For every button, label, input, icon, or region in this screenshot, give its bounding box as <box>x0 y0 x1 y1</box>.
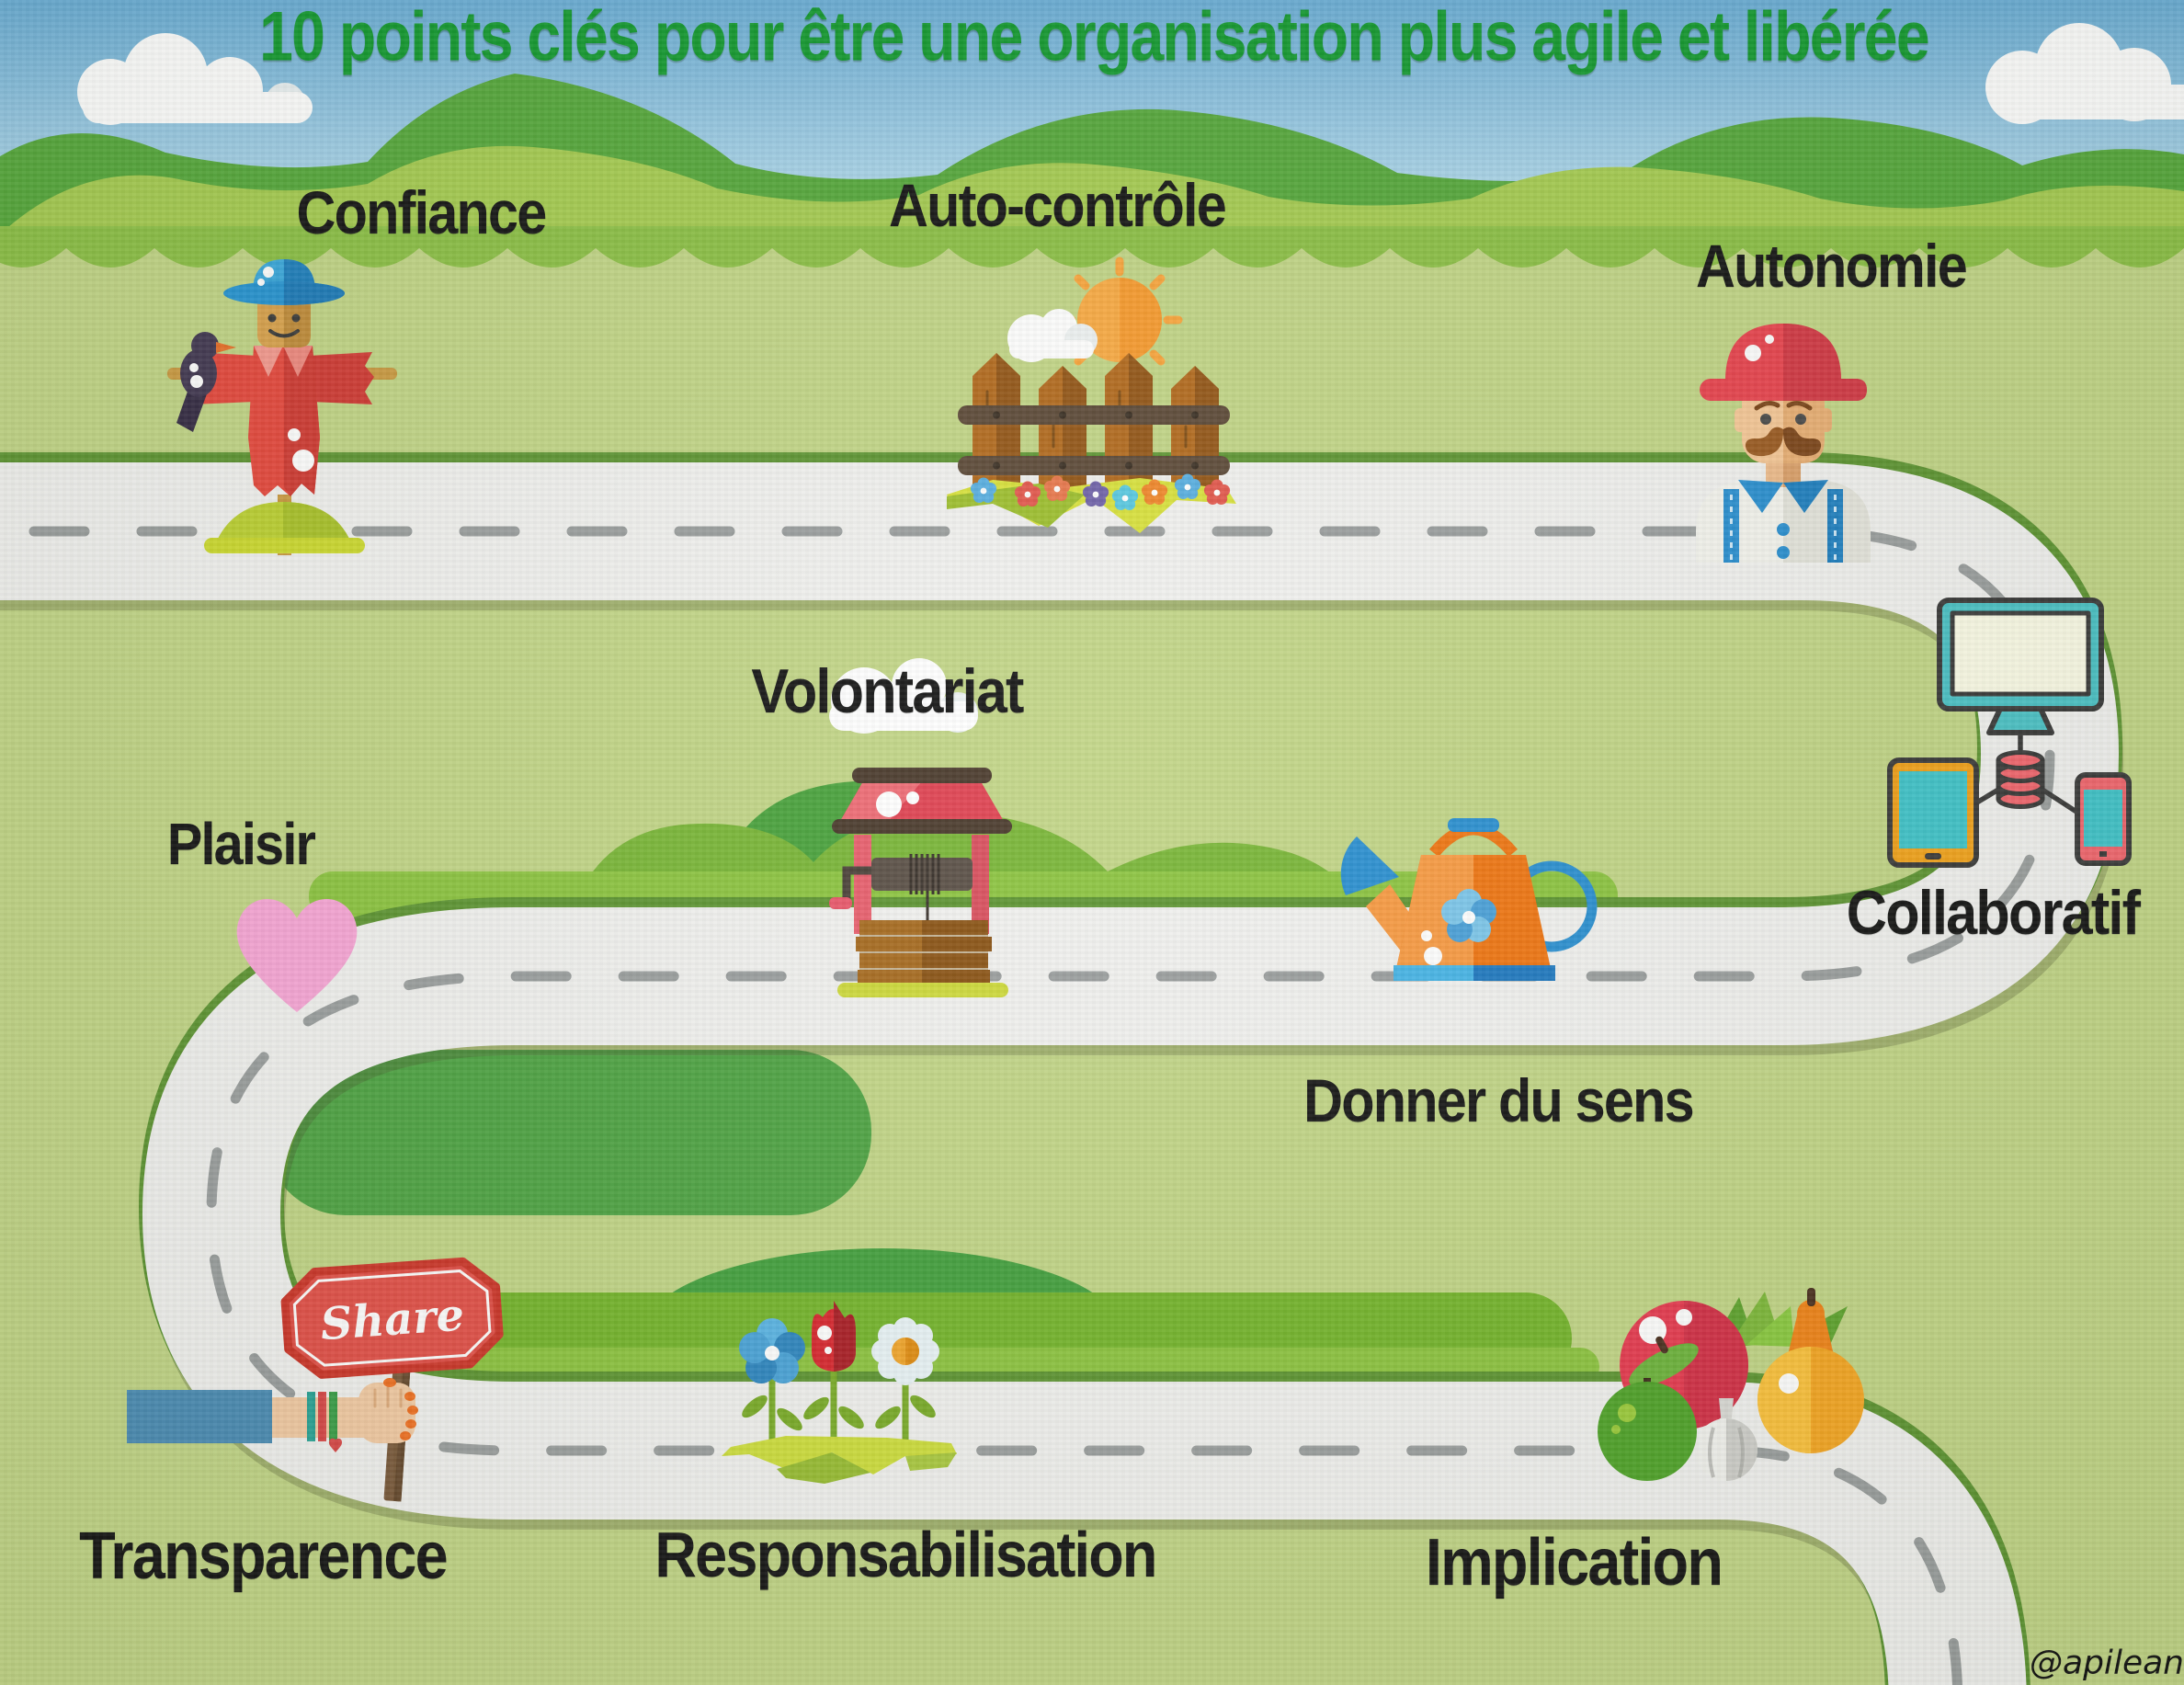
hand-share-sign-icon: Share <box>127 1257 504 1502</box>
label-confiance: Confiance <box>296 178 548 246</box>
cloud-icon <box>1985 23 2184 124</box>
farmer-icon <box>1696 324 1871 563</box>
watering-can-icon <box>1340 818 1598 981</box>
blue-flower-icon <box>739 1318 805 1383</box>
connected-devices-icon <box>1887 598 2132 868</box>
pear-icon <box>1757 1288 1864 1453</box>
tulip-icon <box>812 1301 856 1372</box>
watermark-signature: @apilean <box>2030 1644 2184 1682</box>
share-sign: Share <box>280 1257 504 1379</box>
garlic-icon <box>1695 1398 1757 1481</box>
database-icon <box>1996 750 2045 809</box>
label-volontariat: Volontariat <box>751 656 1024 726</box>
green-apple-icon <box>1598 1378 1697 1481</box>
monitor-icon <box>1937 598 2104 735</box>
island-hill <box>265 1050 871 1215</box>
mustache <box>1745 427 1783 457</box>
flowers-icon <box>722 1301 957 1484</box>
cloud-icon <box>1007 309 1098 362</box>
label-transparence: Transparence <box>79 1520 449 1593</box>
heart-icon <box>236 898 358 1012</box>
label-plaisir: Plaisir <box>166 811 316 877</box>
label-auto-controle: Auto-contrôle <box>889 171 1227 239</box>
cloud-icon <box>77 33 313 125</box>
flower-decal <box>1441 889 1496 942</box>
infographic-title: 10 points clés pour être une organisatio… <box>259 0 1929 76</box>
charm-heart-icon <box>328 1438 343 1452</box>
scalloped-grass-band <box>0 226 2184 268</box>
label-autonomie: Autonomie <box>1696 232 1968 300</box>
label-responsabilisation: Responsabilisation <box>654 1519 1157 1590</box>
well-base-planks <box>856 920 992 985</box>
crank-handle <box>829 897 852 909</box>
label-collaboratif: Collaboratif <box>1846 878 2141 948</box>
sleeve <box>127 1390 272 1443</box>
label-implication: Implication <box>1425 1526 1723 1600</box>
daisy-icon <box>871 1317 939 1385</box>
fruits-icon <box>1598 1288 1864 1481</box>
cloud-icon <box>829 658 978 734</box>
bird-icon <box>176 332 236 432</box>
well-icon <box>829 768 1012 997</box>
share-sign-text: Share <box>319 1289 466 1350</box>
road-center-dashes <box>0 526 2055 1685</box>
grass-patch <box>722 1436 957 1474</box>
sun-icon <box>1056 256 1183 383</box>
arm <box>265 1397 370 1438</box>
phone-icon <box>2075 772 2132 866</box>
fence-pickets <box>958 353 1230 497</box>
light-hills <box>0 145 2184 234</box>
fence-icon <box>947 256 1236 533</box>
tablet-icon <box>1887 757 1979 868</box>
spout-head <box>1340 837 1399 895</box>
label-donner-du-sens: Donner du sens <box>1303 1066 1694 1134</box>
scarecrow-icon <box>167 259 397 555</box>
